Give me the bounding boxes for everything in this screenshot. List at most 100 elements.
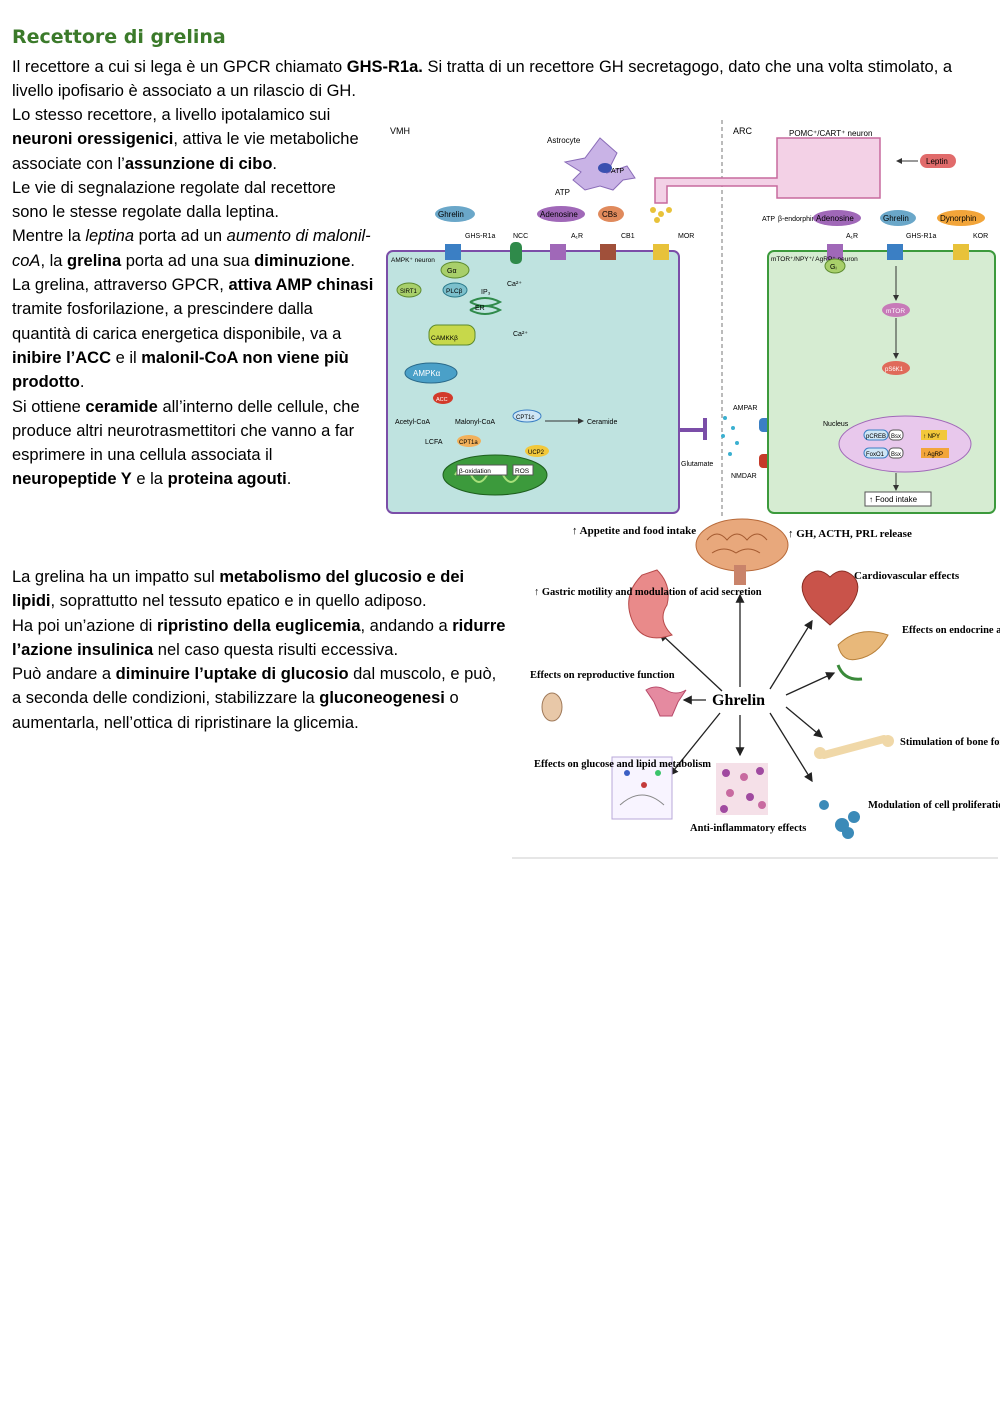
ghrelin-label-vmh: Ghrelin [438,210,464,219]
ncc-channel [510,242,522,264]
cell-proliferation-icon [819,800,860,839]
cpt1a-node [457,435,481,447]
atp-label-astro: ATP [611,168,624,175]
ampk-node [404,362,458,384]
ghrelin-effects-figure: Ghrelin ↑ Appetite and food intake ↑ GH,… [512,518,1000,859]
astrocyte-label: Astrocyte [547,136,581,145]
stomach-icon [628,569,673,639]
cpt1c-node [512,409,542,423]
brain-icon [695,518,789,585]
cardio-label: Cardiovascular effects [854,570,960,582]
paragraph-glucose-uptake: Può andare a diminuire l’uptake di gluco… [12,665,497,732]
ghsr1a-receptor [445,244,461,260]
bsx-label-2: Bsx [891,452,901,458]
metabolism-pathway-icon [611,756,673,820]
cb1-receptor [600,244,616,260]
gq-protein [440,261,470,279]
leptin-bubble [920,154,956,168]
mtor-label: mTOR [886,308,905,315]
er-label: ER [475,305,485,312]
acetyl-coa-label: Acetyl-CoA [395,419,430,426]
hypothalamus-signaling-figure: VMH ARC Astrocyte ATP ATP POMC⁺/CART⁺ ne… [386,120,996,518]
ampar-label: AMPAR [733,405,757,412]
calcium-label: Ca²⁺ [507,281,522,288]
ampk-label: AMPKα [413,369,441,378]
paragraph-ceramide: Si ottiene ceramide all’interno delle ce… [12,397,360,489]
adenosine-bubble-arc [813,210,861,226]
malonyl-coa-label: Malonyl-CoA [455,419,495,426]
kor-receptor [953,244,969,260]
adenosine-label-arc: Adenosine [816,214,854,223]
a1r-receptor [550,244,566,260]
ampk-neuron-cell [386,250,680,514]
plcb-label: PLCβ [446,288,463,295]
calcium-label-2: Ca²⁺ [513,331,528,338]
gq-label: Gα [447,268,457,275]
pcreb-node [863,429,889,441]
synapse-terminal [679,418,707,440]
appetite-label: ↑ Appetite and food intake [572,525,696,537]
plcb-node [442,282,468,298]
ucp2-node [525,445,549,457]
adenosine-label-vmh: Adenosine [540,210,578,219]
ceramide-label: Ceramide [587,419,617,426]
repro-label: Effects on reproductive function [530,670,675,681]
lower-text: La grelina ha un impatto sul metabolismo… [12,565,507,735]
dynorphin-label: Dynorphin [940,214,976,223]
a1r-receptor-arc [827,244,843,260]
paragraph-malonyl: Mentre la leptina porta ad un aumento di… [12,227,374,392]
gi-protein [824,258,846,274]
uterus-icon [645,686,687,717]
gastric-label: ↑ Gastric motility and modulation of aci… [534,587,762,598]
cpt1a-label: CPT1a [459,440,478,446]
intro-paragraph: Il recettore a cui si lega è un GPCR chi… [12,58,953,100]
a1r-label-arc: A₁R [846,233,858,240]
mor-receptor [653,244,669,260]
ghsr1a-receptor-arc [887,244,903,260]
camkk-complex [428,324,476,346]
bone-icon [814,735,894,759]
mtor-neuron-label: mTOR⁺/NPY⁺/ AgRP⁺ neuron [771,256,858,263]
dynorphin-bubble [937,210,985,226]
pomc-neuron [654,137,881,204]
paragraph-metabolism: La grelina ha un impatto sul metabolismo… [12,568,465,611]
nucleus-label: Nucleus [823,421,849,428]
camkk-label: CAMKKβ [431,335,458,342]
nmdar-label: NMDAR [731,473,757,480]
gi-label: Gᵢ [830,264,837,271]
cb1-label: CB1 [621,233,635,240]
testis-icon [541,692,563,722]
anti-inflammatory-label: Anti-inflammatory effects [690,823,806,834]
gh-release-label: ↑ GH, ACTH, PRL release [788,528,912,540]
acc-node [433,392,453,404]
ghrelin-label-arc: Ghrelin [883,214,909,223]
vmh-label: VMH [390,126,410,136]
beta-oxidation-box [456,464,508,476]
arc-label: ARC [733,126,753,136]
food-intake-label: ↑ Food intake [869,495,918,504]
cbs-bubble [598,206,624,222]
er-shape [469,297,503,315]
section-heading: Recettore di grelina [12,26,226,48]
ghrelin-bubble-arc [880,210,916,226]
bone-label: Stimulation of bone formation [900,737,1000,748]
ucp2-label: UCP2 [528,450,545,456]
sirt1-label: SIRT1 [400,289,418,295]
mor-label: MOR [678,233,694,240]
sirt1-node [396,282,422,298]
ros-label: ROS [515,468,530,475]
atp-label-arc: ATP [762,216,775,223]
heart-icon [801,570,859,626]
atp-label: ATP [555,188,570,197]
ghsr1a-label-vmh: GHS-R1a [465,233,495,240]
ghrelin-bubble-vmh [435,206,475,222]
endocrine-label: Effects on endocrine and exocrine pancre… [902,625,1000,636]
ps6k1-label: pS6K1 [885,367,904,373]
ghsr1a-label-arc: GHS-R1a [906,233,936,240]
left-column-text: Lo stesso recettore, a livello ipotalami… [12,103,374,492]
a1r-label-vmh: A₁R [571,233,583,240]
lcfa-label: LCFA [425,439,443,446]
proliferation-label: Modulation of cell proliferation [868,800,1000,811]
bsx-node-2 [888,447,904,459]
ampk-neuron-label: AMPK⁺ neuron [391,257,435,264]
